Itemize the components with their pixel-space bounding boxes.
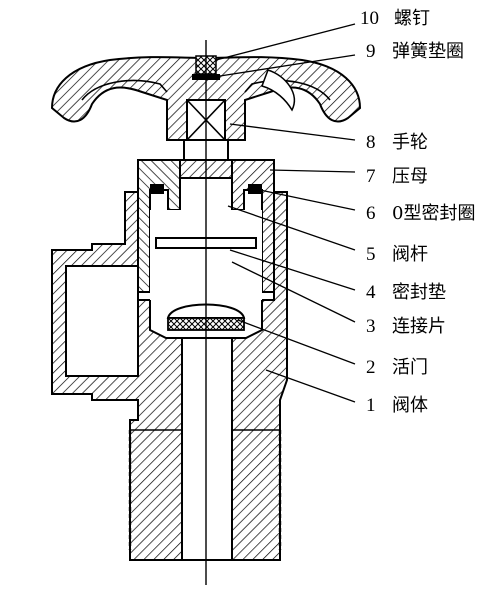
callout-6-number: 6 <box>366 203 376 224</box>
callout-10-label: 螺钉 <box>394 8 430 29</box>
leader-lines <box>215 23 356 403</box>
callout-4-number: 4 <box>366 282 376 303</box>
callout-8-label: 手轮 <box>392 132 428 153</box>
callout-6-label: 0型密封圈 <box>392 203 475 224</box>
callout-3-label: 连接片 <box>392 316 446 337</box>
callout-4-label: 密封垫 <box>392 282 446 303</box>
callout-5-label: 阀杆 <box>392 244 428 265</box>
callout-1-number: 1 <box>366 395 376 416</box>
callout-7: 7 压母 <box>366 166 428 187</box>
callout-10-number: 10 <box>360 8 379 29</box>
callout-1-label: 阀体 <box>392 395 428 416</box>
callout-9: 9 弹簧垫圈 <box>366 41 464 62</box>
callout-4: 4 密封垫 <box>366 282 446 303</box>
callout-8: 8 手轮 <box>366 132 428 153</box>
callout-6: 6 0型密封圈 <box>366 203 475 224</box>
callout-1: 1 阀体 <box>366 395 428 416</box>
callout-7-label: 压母 <box>392 166 428 187</box>
callout-10: 10 螺钉 <box>360 8 430 29</box>
callout-5-number: 5 <box>366 244 376 265</box>
callout-2: 2 活门 <box>366 357 428 378</box>
callout-2-number: 2 <box>366 357 376 378</box>
callout-7-number: 7 <box>366 166 376 187</box>
callout-5: 5 阀杆 <box>366 244 428 265</box>
o-rings <box>150 184 262 194</box>
callout-8-number: 8 <box>366 132 376 153</box>
callout-3: 3 连接片 <box>366 316 446 337</box>
valve-body <box>51 191 288 561</box>
callout-3-number: 3 <box>366 316 376 337</box>
callout-9-number: 9 <box>366 41 376 62</box>
callout-2-label: 活门 <box>392 357 428 378</box>
callout-9-label: 弹簧垫圈 <box>392 41 464 62</box>
